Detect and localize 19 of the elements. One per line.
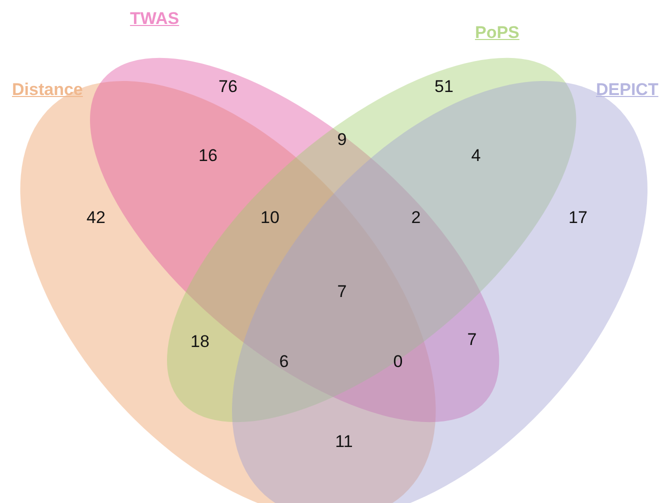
region-count: 11 bbox=[335, 432, 353, 452]
region-count: 76 bbox=[218, 77, 238, 97]
region-count: 18 bbox=[190, 332, 210, 352]
region-count: 2 bbox=[411, 208, 421, 228]
region-count: 9 bbox=[337, 130, 347, 150]
region-count: 0 bbox=[393, 352, 403, 372]
set-label: Distance bbox=[12, 80, 83, 100]
set-label: DEPICT bbox=[596, 80, 658, 100]
set-label: TWAS bbox=[130, 9, 180, 29]
region-count: 16 bbox=[198, 146, 218, 166]
set-label: PoPS bbox=[474, 23, 520, 43]
region-count: 7 bbox=[467, 330, 477, 350]
region-count: 10 bbox=[260, 208, 280, 228]
region-count: 6 bbox=[279, 352, 289, 372]
region-count: 7 bbox=[337, 282, 347, 302]
region-count: 4 bbox=[471, 146, 481, 166]
region-count: 17 bbox=[568, 208, 588, 228]
region-count: 51 bbox=[434, 77, 454, 97]
region-count: 42 bbox=[86, 208, 106, 228]
